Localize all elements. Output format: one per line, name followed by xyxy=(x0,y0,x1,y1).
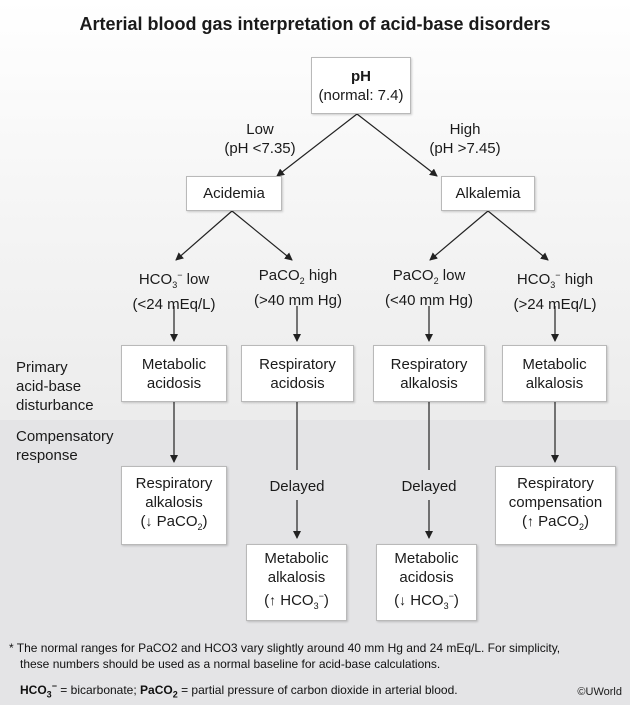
c3-range: (<40 mm Hg) xyxy=(385,292,473,309)
late3-l3: (↓ HCO3−) xyxy=(394,591,459,611)
p4-l2: alkalosis xyxy=(525,374,584,392)
primary-disturbance-label: Primary acid-base disturbance xyxy=(16,358,94,415)
late2-l3-text: HCO xyxy=(280,592,314,609)
footnote-line-1: * The normal ranges for PaCO2 and HCO3 v… xyxy=(9,641,561,655)
late3-l1: Metabolic xyxy=(394,550,459,567)
respiratory-alkalosis-box: Respiratory alkalosis xyxy=(373,345,485,402)
down-arrow-icon: ↓ xyxy=(399,592,407,608)
comp1-l2: alkalosis xyxy=(145,494,203,511)
acidemia-label: Acidemia xyxy=(203,185,265,202)
hco3-low-label: HCO3− low (<24 mEq/L) xyxy=(118,266,230,314)
comp4-l2: compensation xyxy=(508,494,603,511)
up-arrow-icon: ↑ xyxy=(526,513,534,529)
delayed-label-left: Delayed xyxy=(269,478,325,495)
up-arrow-icon: ↑ xyxy=(269,592,277,608)
comp4-l3: (↑ PaCO2) xyxy=(521,513,590,532)
c3-label: low xyxy=(442,267,466,284)
side-primary-2: acid-base xyxy=(16,378,82,395)
hco3-high-label: HCO3− high (>24 mEq/L) xyxy=(497,266,613,314)
abbrev-paco2: = partial pressure of carbon dioxide in … xyxy=(181,683,458,697)
paco2-high-label: PaCO2 high (>40 mm Hg) xyxy=(242,266,354,310)
respiratory-acidosis-box: Respiratory acidosis xyxy=(241,345,354,402)
c1-label: low xyxy=(186,271,210,288)
comp1-l3-text: PaCO xyxy=(156,513,198,530)
ph-box: pH (normal: 7.4) xyxy=(311,57,411,114)
footnote-line-2: these numbers should be used as a normal… xyxy=(20,657,441,671)
comp1-l1: Respiratory xyxy=(135,475,213,492)
abbreviations: HCO3− = bicarbonate; PaCO2 = partial pre… xyxy=(20,681,458,700)
metabolic-acidosis-late-box: Metabolic acidosis (↓ HCO3−) xyxy=(376,544,477,621)
p3-l2: alkalosis xyxy=(400,374,458,392)
late3-l3-text: HCO xyxy=(410,592,444,609)
low-label: Low xyxy=(246,121,274,138)
ph-normal: (normal: 7.4) xyxy=(318,86,404,104)
c4-label: high xyxy=(564,271,594,288)
delayed-label-right: Delayed xyxy=(401,478,457,495)
diagram-title: Arterial blood gas interpretation of aci… xyxy=(79,14,551,34)
resp-alkalosis-comp-box: Respiratory alkalosis (↓ PaCO2) xyxy=(121,466,227,545)
comp1-l3: (↓ PaCO2) xyxy=(140,513,208,532)
resp-compensation-box: Respiratory compensation (↑ PaCO2) xyxy=(495,466,616,545)
compensatory-response-label: Compensatory response xyxy=(16,427,114,465)
c1-range: (<24 mEq/L) xyxy=(132,296,216,313)
late2-l1: Metabolic xyxy=(264,550,329,567)
late2-l3: (↑ HCO3−) xyxy=(264,591,329,611)
p1-l1: Metabolic xyxy=(141,355,207,373)
ph-head: pH xyxy=(351,67,371,85)
copyright: ©UWorld xyxy=(577,686,622,698)
high-label: High xyxy=(449,121,481,138)
p3-l1: Respiratory xyxy=(390,355,468,373)
metabolic-alkalosis-late-box: Metabolic alkalosis (↑ HCO3−) xyxy=(246,544,347,621)
side-primary-1: Primary xyxy=(16,359,68,376)
high-branch-label: High (pH >7.45) xyxy=(410,120,520,158)
metabolic-alkalosis-box: Metabolic alkalosis xyxy=(502,345,607,402)
c2-range: (>40 mm Hg) xyxy=(254,292,342,309)
footnote1-text: The normal ranges for PaCO2 and HCO3 var… xyxy=(16,641,561,655)
alkalemia-box: Alkalemia xyxy=(441,176,535,211)
comp4-l1: Respiratory xyxy=(517,475,594,492)
p4-l1: Metabolic xyxy=(522,355,587,373)
high-range: (pH >7.45) xyxy=(429,140,501,157)
c2-label: high xyxy=(308,267,338,284)
p2-l1: Respiratory xyxy=(259,355,336,373)
alkalemia-label: Alkalemia xyxy=(455,185,521,202)
late3-l2: acidosis xyxy=(399,569,454,586)
abbrev-bicarb: = bicarbonate; xyxy=(60,683,137,697)
p1-l2: acidosis xyxy=(146,374,202,392)
c4-range: (>24 mEq/L) xyxy=(513,296,597,313)
late2-l2: alkalosis xyxy=(267,569,326,586)
low-range: (pH <7.35) xyxy=(224,140,296,157)
comp4-l3-text: PaCO xyxy=(538,513,579,530)
p2-l2: acidosis xyxy=(270,374,325,392)
low-branch-label: Low (pH <7.35) xyxy=(205,120,315,158)
acidemia-box: Acidemia xyxy=(186,176,282,211)
down-arrow-icon: ↓ xyxy=(145,513,153,529)
side-primary-3: disturbance xyxy=(16,397,94,414)
side-comp-1: Compensatory xyxy=(16,428,114,445)
metabolic-acidosis-box: Metabolic acidosis xyxy=(121,345,227,402)
side-comp-2: response xyxy=(16,447,78,464)
paco2-low-label: PaCO2 low (<40 mm Hg) xyxy=(373,266,485,310)
